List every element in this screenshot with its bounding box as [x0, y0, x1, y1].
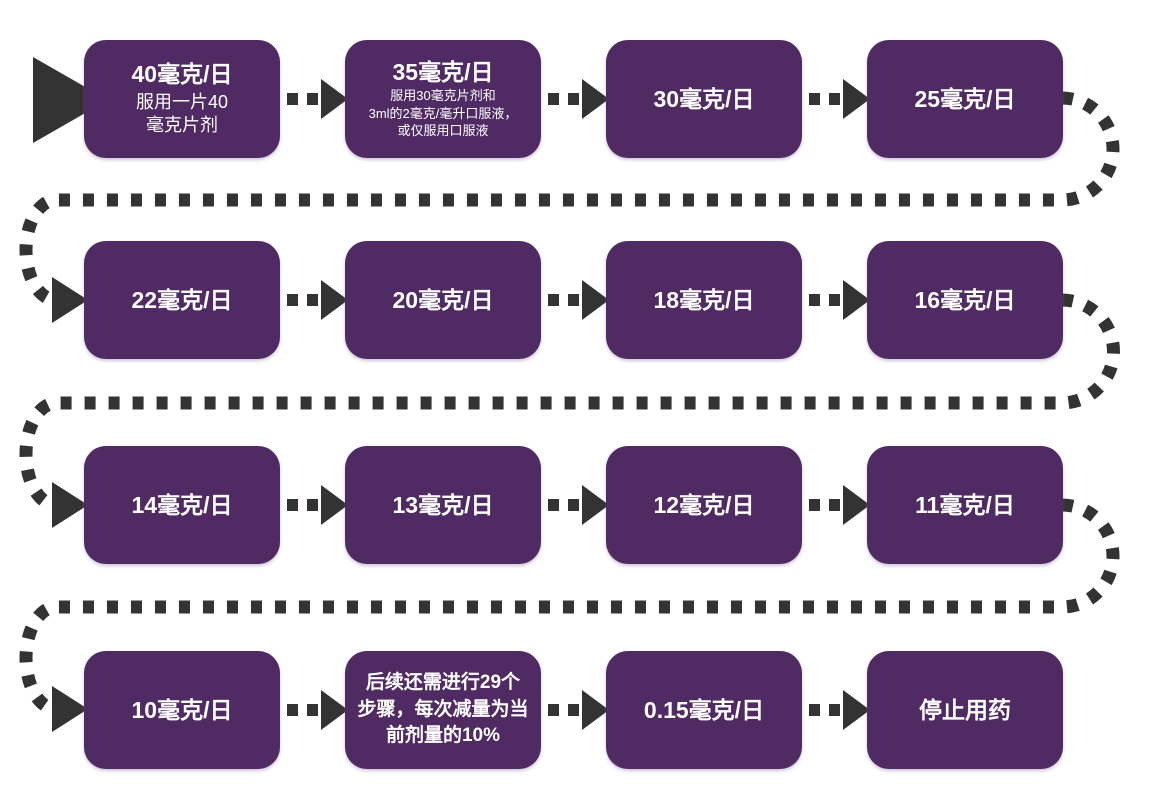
wrap-connector-3 [19, 498, 1120, 732]
step-box-0-15mg: 0.15毫克/日 [606, 651, 802, 769]
step-note-line: 或仅服用口服液 [397, 122, 489, 138]
row4-connectors [287, 690, 870, 730]
step-dose: 0.15毫克/日 [643, 696, 765, 723]
row2-connectors [287, 280, 870, 320]
step-note-line: 前剂量的10% [385, 725, 501, 747]
step-note: 后续还需进行29个 步骤，每次减量为当 前剂量的10% [340, 670, 546, 750]
step-box-stop: 停止用药 [867, 651, 1063, 769]
arrow-right-icon [582, 690, 609, 730]
step-box-11mg: 11毫克/日 [867, 446, 1063, 564]
arrow-right-icon [582, 485, 609, 525]
step-note: 服用30毫克片剂和 3ml的2毫克/毫升口服液， 或仅服用口服液 [369, 87, 518, 138]
arrow-right-icon [321, 690, 348, 730]
step-dose: 30毫克/日 [653, 85, 755, 112]
arrow-right-icon [843, 485, 870, 525]
step-dose: 12毫克/日 [653, 491, 755, 518]
step-dose: 14毫克/日 [131, 491, 233, 518]
arrow-right-icon [321, 280, 348, 320]
step-box-13mg: 13毫克/日 [345, 446, 541, 564]
step-box-remaining-steps-note: 后续还需进行29个 步骤，每次减量为当 前剂量的10% [345, 651, 541, 769]
wrap-connector-1 [19, 91, 1120, 323]
step-box-35mg: 35毫克/日 服用30毫克片剂和 3ml的2毫克/毫升口服液， 或仅服用口服液 [345, 40, 541, 158]
arrow-right-icon [321, 79, 348, 119]
arrow-right-icon [321, 485, 348, 525]
step-dose: 35毫克/日 [392, 59, 494, 86]
step-box-20mg: 20毫克/日 [345, 241, 541, 359]
step-box-25mg: 25毫克/日 [867, 40, 1063, 158]
step-box-16mg: 16毫克/日 [867, 241, 1063, 359]
arrow-right-icon [582, 280, 609, 320]
arrow-right-icon [52, 686, 88, 732]
step-box-22mg: 22毫克/日 [84, 241, 280, 359]
step-dose: 13毫克/日 [392, 491, 494, 518]
step-dose: 18毫克/日 [653, 286, 755, 313]
row3-connectors [287, 485, 870, 525]
step-note-line: 步骤，每次减量为当 [357, 698, 529, 720]
step-dose: 停止用药 [919, 696, 1011, 723]
arrow-right-icon [843, 79, 870, 119]
step-note-line: 毫克片剂 [146, 114, 218, 135]
step-box-10mg: 10毫克/日 [84, 651, 280, 769]
step-box-40mg: 40毫克/日 服用一片40 毫克片剂 [84, 40, 280, 158]
step-note-line: 服用一片40 [135, 91, 229, 112]
row1-connectors [287, 79, 870, 119]
step-note-line: 后续还需进行29个 [365, 672, 521, 694]
step-note: 服用一片40 毫克片剂 [136, 91, 228, 137]
arrow-right-icon [582, 79, 609, 119]
step-dose: 10毫克/日 [131, 696, 233, 723]
step-dose: 11毫克/日 [915, 491, 1015, 518]
step-box-18mg: 18毫克/日 [606, 241, 802, 359]
step-dose: 16毫克/日 [914, 286, 1016, 313]
step-dose: 20毫克/日 [392, 286, 494, 313]
wrap-connector-2 [19, 293, 1120, 528]
arrow-right-icon [843, 690, 870, 730]
step-box-12mg: 12毫克/日 [606, 446, 802, 564]
start-arrow-icon [33, 57, 108, 143]
step-box-30mg: 30毫克/日 [606, 40, 802, 158]
step-box-14mg: 14毫克/日 [84, 446, 280, 564]
step-dose: 22毫克/日 [131, 286, 233, 313]
arrow-right-icon [52, 277, 88, 323]
arrow-right-icon [52, 482, 88, 528]
step-dose: 40毫克/日 [131, 61, 233, 88]
step-note-line: 服用30毫克片剂和 [390, 88, 496, 104]
step-note-line: 3ml的2毫克/毫升口服液， [368, 105, 518, 121]
step-dose: 25毫克/日 [914, 85, 1016, 112]
arrow-right-icon [843, 280, 870, 320]
